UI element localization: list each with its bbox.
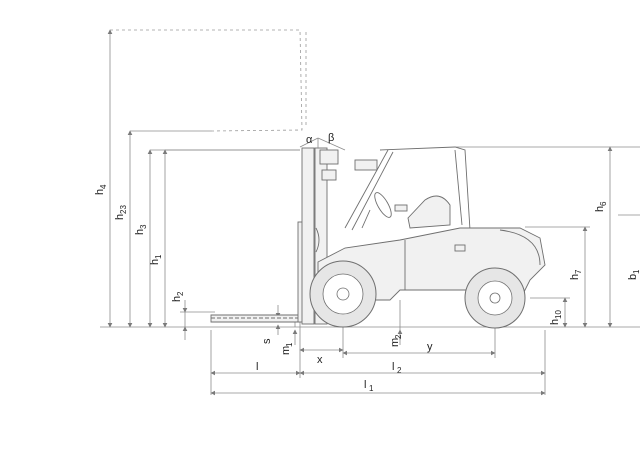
svg-text:h: h (569, 274, 581, 280)
svg-text:2: 2 (176, 291, 185, 296)
svg-text:h: h (171, 296, 183, 302)
svg-text:4: 4 (99, 184, 108, 189)
svg-text:23: 23 (119, 205, 128, 214)
label-x: x (317, 354, 323, 366)
svg-text:h: h (149, 259, 161, 265)
svg-text:h: h (549, 319, 561, 325)
label-m2: m2 (389, 334, 403, 347)
label-h10: h10 (549, 310, 563, 325)
front-wheel (309, 260, 377, 328)
svg-text:h: h (114, 214, 126, 220)
svg-text:1: 1 (285, 342, 294, 347)
svg-text:3: 3 (139, 224, 148, 229)
svg-text:2: 2 (397, 366, 402, 375)
svg-text:m: m (389, 338, 401, 347)
forks (210, 221, 305, 323)
svg-text:1: 1 (369, 384, 374, 393)
label-s: s (261, 338, 273, 344)
label-h3: h3 (134, 224, 148, 235)
label-h7: h7 (569, 269, 583, 280)
horizontal-dimensions (210, 305, 546, 396)
cab (344, 146, 471, 231)
raised-load-outline (110, 29, 307, 132)
label-h2: h2 (171, 291, 185, 302)
svg-text:h: h (594, 206, 606, 212)
label-m1: m1 (280, 342, 294, 355)
svg-text:l: l (392, 361, 394, 373)
label-h6: h6 (594, 201, 608, 212)
label-y: y (427, 341, 433, 353)
rear-wheel (464, 267, 526, 329)
svg-text:m: m (280, 346, 292, 355)
label-alpha: α (306, 134, 313, 146)
label-l: l (256, 361, 258, 373)
label-h4: h4 (94, 184, 108, 195)
label-h23: h23 (114, 205, 128, 220)
dimension-labels: h4 h23 h3 h1 h2 h6 h7 h10 b1 s m1 (94, 132, 640, 393)
label-b1: b1 (627, 269, 640, 280)
svg-text:2: 2 (394, 334, 403, 339)
svg-text:10: 10 (554, 310, 563, 319)
svg-text:l: l (364, 379, 366, 391)
svg-text:b: b (627, 274, 639, 280)
label-h1: h1 (149, 254, 163, 265)
svg-text:h: h (94, 189, 106, 195)
svg-text:6: 6 (599, 201, 608, 206)
label-beta: β (328, 132, 334, 144)
svg-text:1: 1 (154, 254, 163, 259)
svg-text:s: s (261, 338, 273, 344)
vertical-dimensions-left (107, 29, 188, 340)
mast (299, 137, 346, 325)
svg-text:7: 7 (574, 269, 583, 274)
svg-text:1: 1 (632, 269, 640, 274)
vertical-dimensions-right (562, 146, 613, 328)
svg-text:h: h (134, 229, 146, 235)
